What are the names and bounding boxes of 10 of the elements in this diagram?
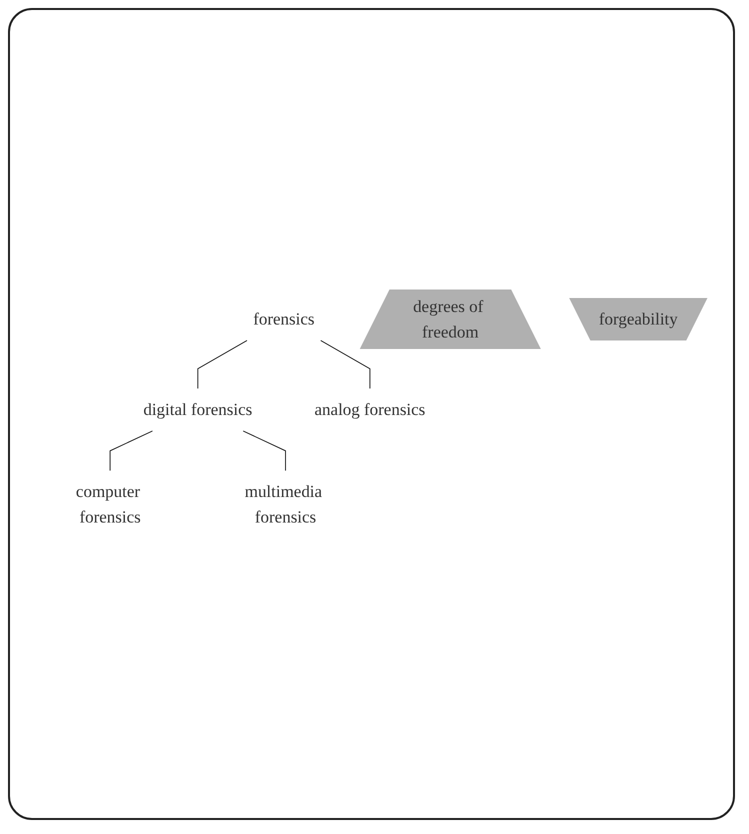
connector [320, 340, 370, 389]
connector [242, 430, 286, 471]
connector [109, 430, 152, 471]
node-text: forensics [252, 310, 314, 329]
node-text: computer forensics [75, 482, 140, 527]
node-text: multimedia forensics [244, 482, 322, 527]
node-text: analog forensics [314, 400, 425, 420]
connector [196, 340, 247, 389]
diagram-frame: forensics digital forensics analog forensics computer forensics multimedia forensics degrees of freedom forgeability [8, 8, 735, 820]
node-text: digital forensics [142, 400, 252, 420]
